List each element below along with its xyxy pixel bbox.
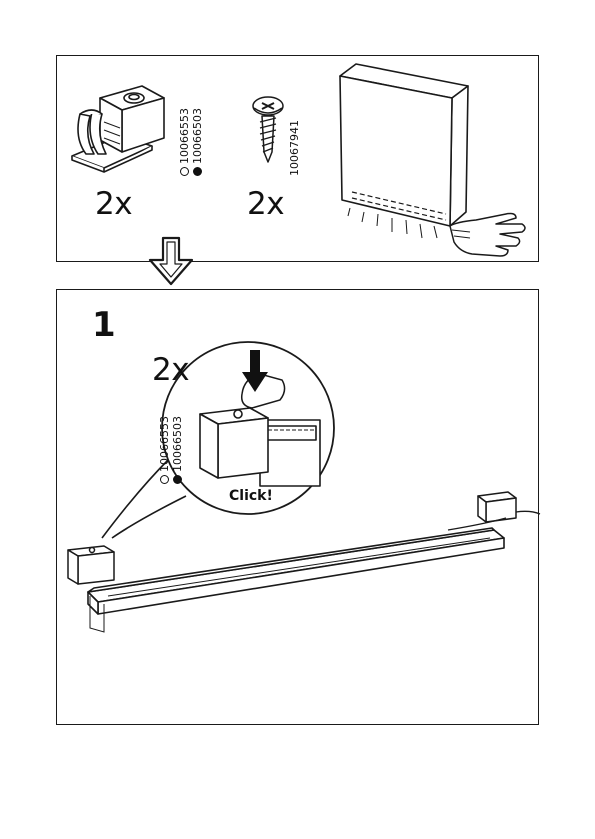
pointing-hand-icon (446, 208, 528, 258)
part-number: 10066553 (178, 108, 191, 164)
clip-icon (64, 78, 174, 178)
screw-quantity: 2x (247, 186, 284, 222)
detail-part-numbers: 10066553 10066503 (158, 416, 184, 484)
part-number: 10066553 (158, 416, 171, 472)
screw-icon (248, 94, 288, 166)
filled-dot-icon (193, 167, 202, 176)
outline-dot-icon (180, 167, 189, 176)
down-arrow-icon (148, 236, 194, 286)
outline-dot-icon (160, 475, 169, 484)
press-arrow-icon (241, 350, 269, 394)
step-number: 1 (92, 305, 116, 345)
part-number: 10066503 (191, 108, 204, 164)
clip-quantity: 2x (95, 186, 132, 222)
part-number: 10066503 (171, 416, 184, 472)
clip-part-numbers: 10066553 10066503 (178, 108, 204, 176)
part-number: 10067941 (288, 120, 301, 176)
filled-dot-icon (173, 475, 182, 484)
screw-part-number: 10067941 (288, 120, 301, 176)
light-rail-icon (64, 488, 544, 638)
detail-quantity: 2x (152, 352, 189, 388)
